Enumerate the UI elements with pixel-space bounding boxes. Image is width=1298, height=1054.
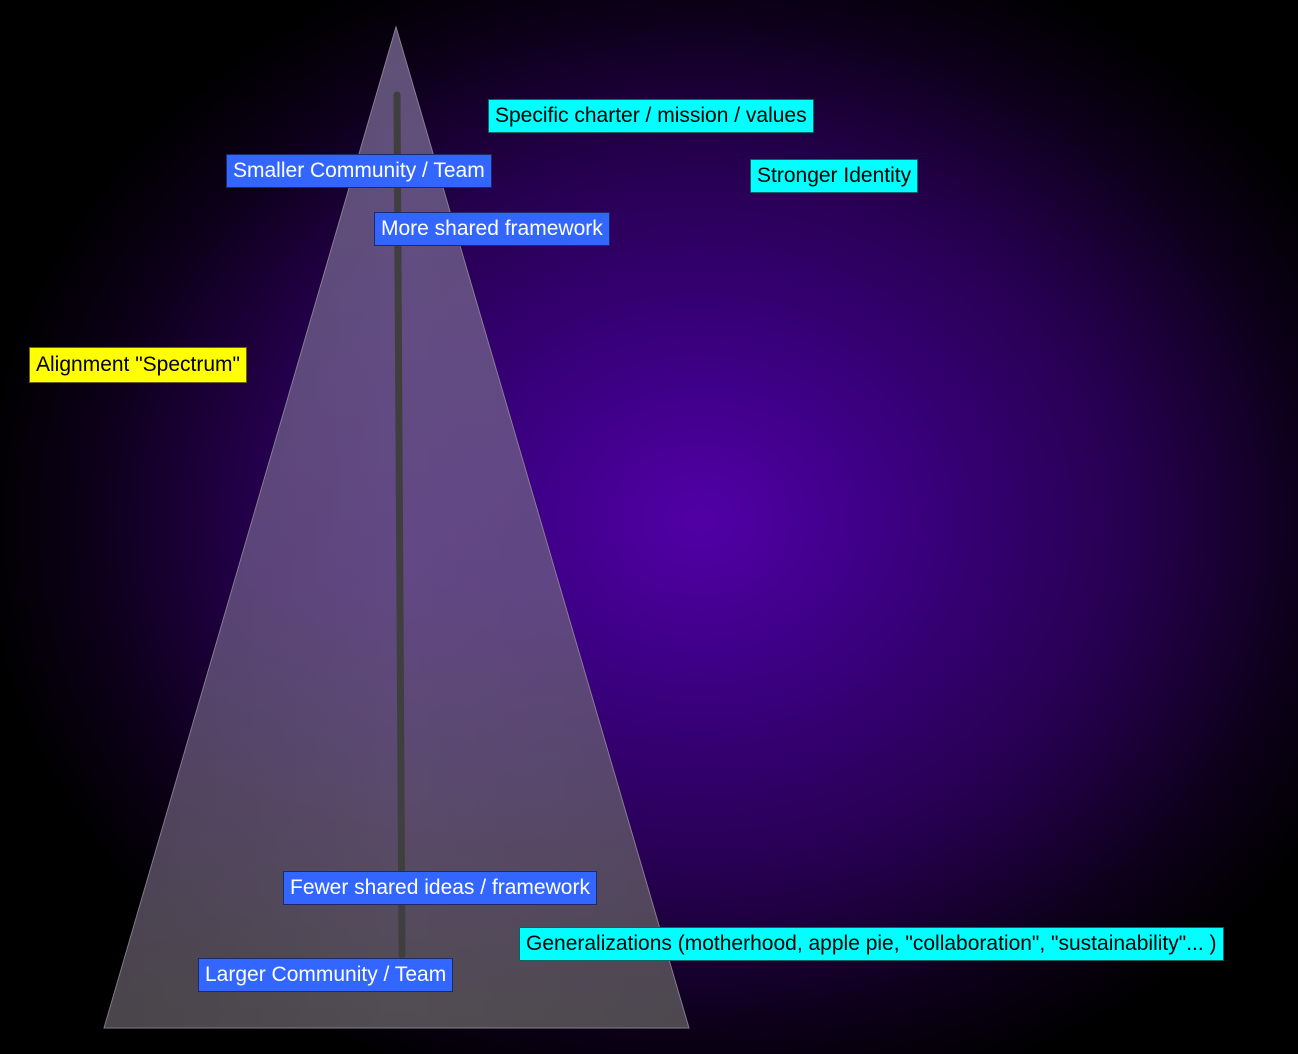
more-shared-framework-label: More shared framework [374,212,610,246]
stronger-identity-label: Stronger Identity [750,159,919,193]
fewer-shared-ideas-label: Fewer shared ideas / framework [283,871,597,905]
specific-charter-label: Specific charter / mission / values [488,99,814,133]
smaller-community-label: Smaller Community / Team [226,154,492,188]
generalizations-label: Generalizations (motherhood, apple pie, … [519,927,1224,961]
larger-community-label: Larger Community / Team [198,958,454,992]
alignment-spectrum-label: Alignment "Spectrum" [29,347,247,383]
